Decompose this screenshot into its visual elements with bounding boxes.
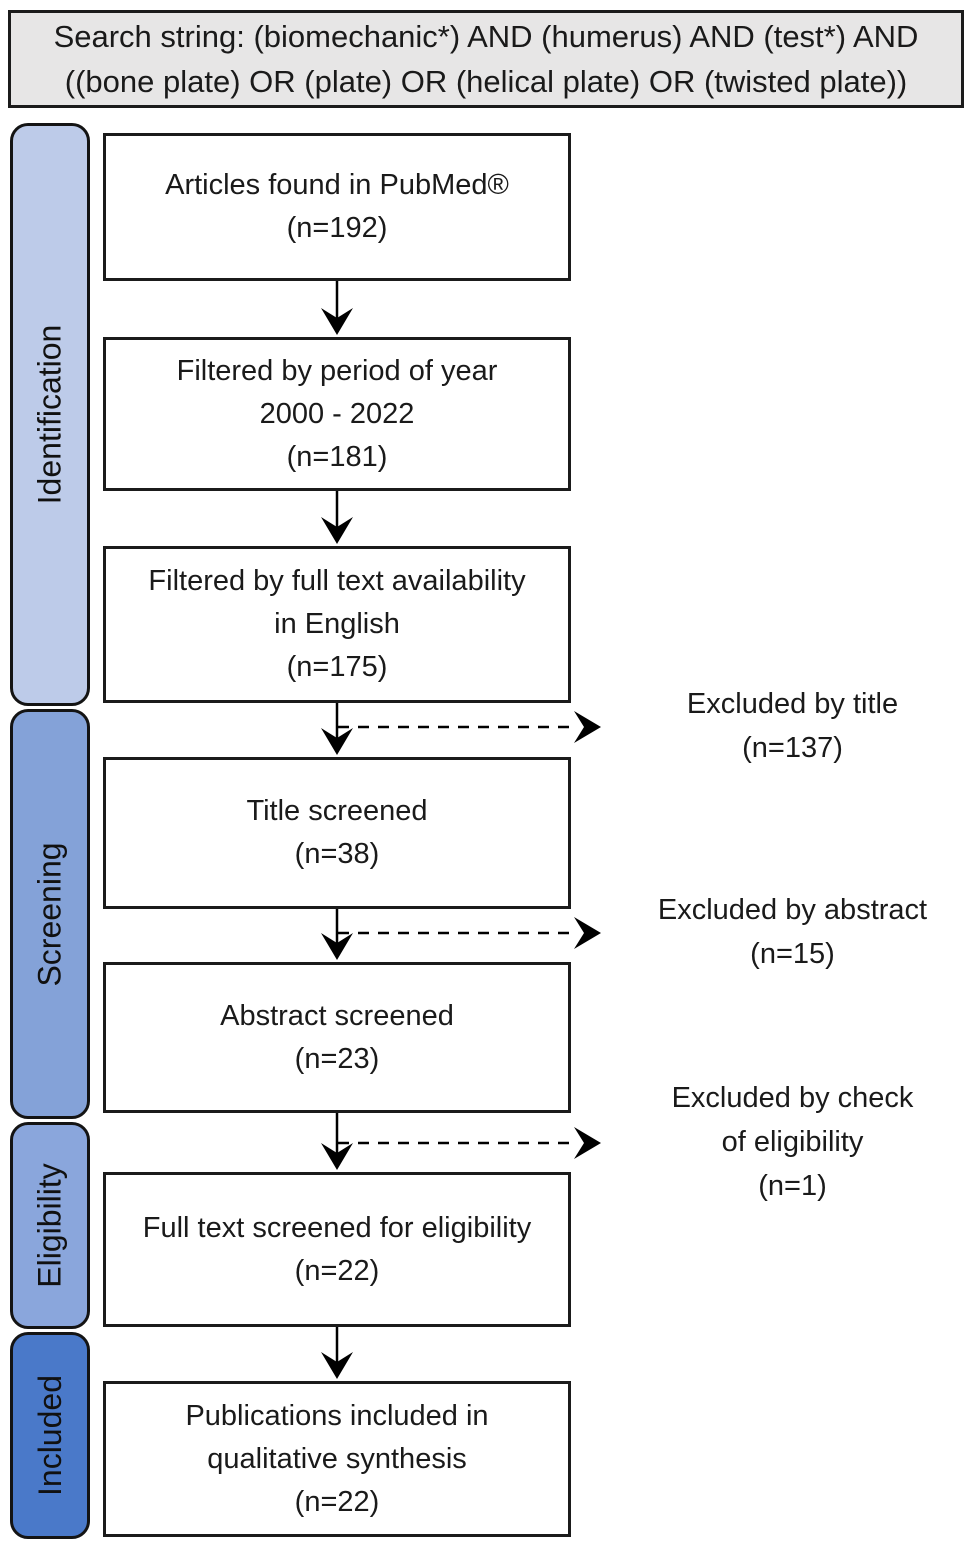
flow-box-line: (n=38) [294, 838, 380, 870]
flow-box-line: Full text screened for eligibility [142, 1211, 532, 1244]
flow-arrow-down-6 [321, 1327, 353, 1379]
flow-box-publications-included: Publications included in qualitative syn… [103, 1381, 571, 1537]
exclusion-line: (n=1) [758, 1170, 827, 1202]
flow-arrow-down-3 [321, 703, 353, 755]
flow-box-line: (n=192) [286, 212, 388, 244]
exclusion-line: Excluded by abstract [657, 894, 928, 926]
phase-label-text: Identification [31, 324, 68, 505]
flow-box-line: Abstract screened [220, 999, 454, 1032]
exclusion-arrow-1 [338, 711, 601, 743]
flow-box-line: (n=23) [294, 1042, 380, 1075]
exclusion-line: Excluded by title [686, 688, 899, 720]
flow-box-line: (n=181) [286, 440, 388, 473]
flow-box-filtered-fulltext: Filtered by full text availability in En… [103, 546, 571, 703]
phase-label-text: Screening [31, 841, 68, 987]
search-string-line-1: Search string: (biomechanic*) AND (humer… [53, 19, 919, 54]
flow-box-line: (n=22) [294, 1485, 380, 1518]
flow-arrow-down-4 [321, 909, 353, 960]
phase-label-identification: Identification [10, 123, 90, 706]
exclusion-line: (n=15) [750, 938, 835, 970]
exclusion-label-abstract: Excluded by abstract (n=15) [615, 888, 970, 976]
exclusion-arrow-3 [338, 1127, 601, 1159]
flow-box-line: Filtered by period of year [176, 354, 498, 387]
search-string-box: Search string: (biomechanic*) AND (humer… [8, 10, 964, 108]
exclusion-label-eligibility: Excluded by check of eligibility (n=1) [615, 1076, 970, 1208]
flow-box-title-screened: Title screened (n=38) [103, 757, 571, 909]
flow-box-filtered-year: Filtered by period of year 2000 - 2022 (… [103, 337, 571, 491]
flow-box-line: Articles found in PubMed® [165, 169, 509, 201]
phase-label-text: Included [31, 1375, 68, 1496]
phase-label-included: Included [10, 1332, 90, 1539]
flow-box-line: (n=175) [286, 651, 388, 683]
flow-box-articles-found: Articles found in PubMed® (n=192) [103, 133, 571, 281]
flow-box-abstract-screened: Abstract screened (n=23) [103, 962, 571, 1113]
exclusion-line: of eligibility [721, 1126, 864, 1158]
flow-box-line: Publications included in [185, 1399, 489, 1432]
exclusion-label-title: Excluded by title (n=137) [615, 682, 970, 770]
flow-box-line: Filtered by full text availability [148, 565, 526, 597]
exclusion-line: Excluded by check [671, 1082, 914, 1114]
flow-arrow-down-5 [321, 1113, 353, 1170]
search-string-line-2: ((bone plate) OR (plate) OR (helical pla… [64, 64, 908, 99]
flow-box-line: in English [274, 608, 400, 640]
phase-label-eligibility: Eligibility [10, 1122, 90, 1329]
flow-arrow-down-1 [321, 281, 353, 335]
flow-box-line: (n=22) [294, 1254, 380, 1287]
flow-box-line: Title screened [246, 795, 428, 827]
flow-arrow-down-2 [321, 491, 353, 544]
exclusion-arrow-2 [338, 917, 601, 949]
exclusion-line: (n=137) [742, 732, 843, 764]
phase-label-text: Eligibility [31, 1163, 68, 1288]
flow-box-line: qualitative synthesis [207, 1442, 467, 1475]
flow-box-line: 2000 - 2022 [259, 397, 415, 430]
phase-label-screening: Screening [10, 709, 90, 1119]
flow-box-fulltext-screened: Full text screened for eligibility (n=22… [103, 1172, 571, 1327]
